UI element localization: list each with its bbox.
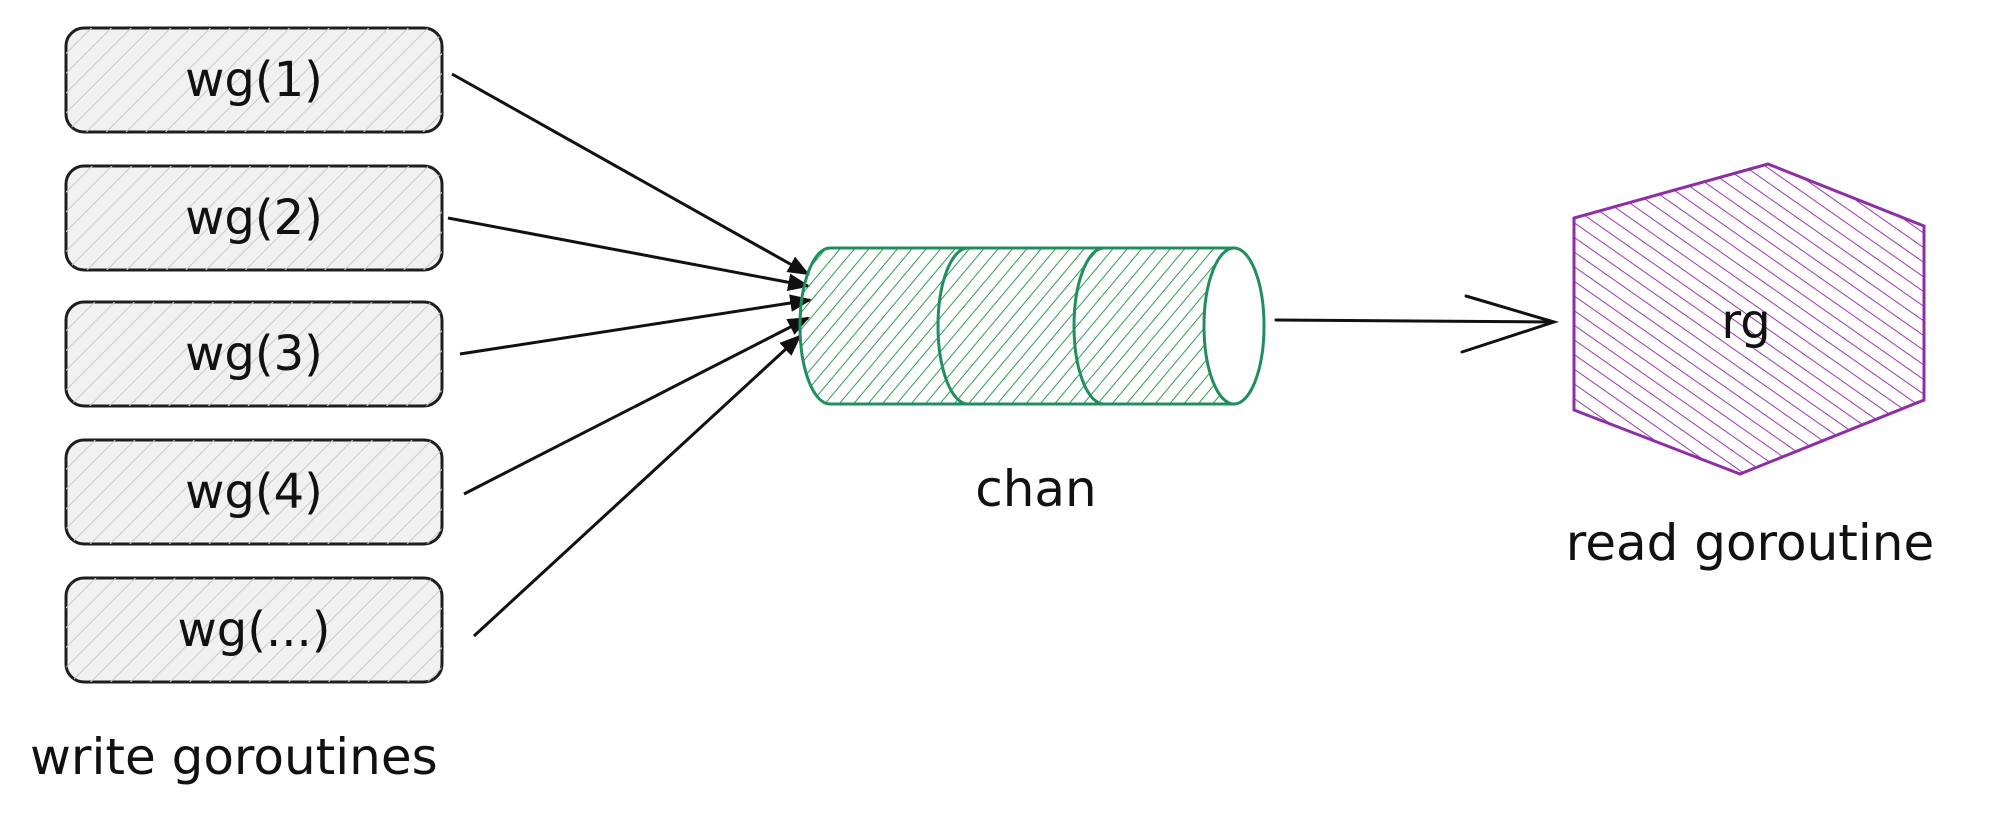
arrow-wgmore-to-chan [472, 334, 802, 638]
writer-box-5: wg(...) [64, 576, 444, 684]
writer-label-2: wg(2) [185, 190, 323, 246]
writer-label-1: wg(1) [185, 52, 323, 108]
writer-box-3: wg(3) [64, 300, 444, 408]
channel-label: chan [975, 460, 1097, 518]
arrow-wg2-to-chan [447, 216, 811, 291]
writers-caption: write goroutines [30, 728, 438, 786]
writer-box-1: wg(1) [64, 26, 444, 134]
reader-caption: read goroutine [1566, 514, 1935, 572]
writer-label-3: wg(3) [185, 326, 323, 382]
channel-cylinder [798, 246, 1266, 406]
reader-label: rg [1721, 294, 1770, 350]
writer-arrows [447, 72, 813, 638]
writer-label-4: wg(4) [185, 464, 323, 520]
arrow-wg3-to-chan [459, 294, 813, 356]
reader-hexagon: rg [1572, 162, 1926, 476]
arrow-wg1-to-chan [451, 72, 810, 276]
writer-box-4: wg(4) [64, 438, 444, 546]
arrow-wg4-to-chan [463, 316, 810, 496]
writer-label-5: wg(...) [178, 602, 331, 658]
writer-box-2: wg(2) [64, 164, 444, 272]
channel-to-reader-arrow [1274, 294, 1560, 354]
